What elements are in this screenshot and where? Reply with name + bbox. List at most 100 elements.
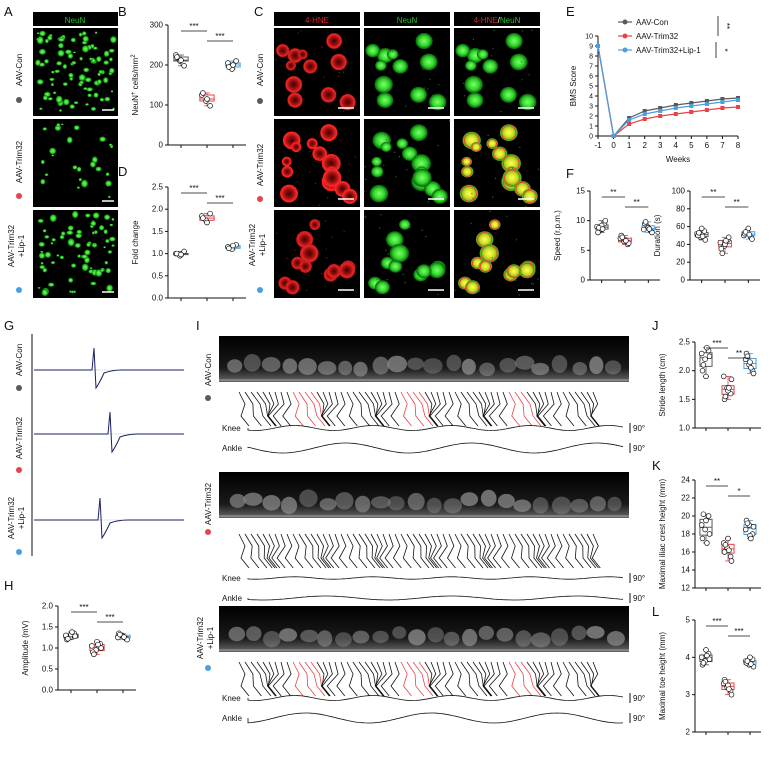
noise-dot <box>521 79 523 81</box>
deg-label: 90° <box>633 444 645 453</box>
neun-cell <box>81 31 87 36</box>
stick-figure <box>321 661 333 697</box>
panel-a: NeuN <box>33 12 118 298</box>
stick-figure <box>326 661 339 697</box>
noise-dot <box>323 76 325 78</box>
stick-figure <box>483 661 495 697</box>
ankle-label: Ankle <box>222 714 243 723</box>
neun-cell <box>431 188 448 204</box>
noise-dot <box>311 61 313 64</box>
sig-label: ** <box>710 188 716 197</box>
hne-cell <box>306 138 318 150</box>
hne-cell <box>338 261 356 279</box>
data-point <box>181 63 187 69</box>
row-labels-a: AAV-Con AAV-Trim32 AAV-Trim32 +Lip-1 <box>7 54 26 293</box>
noise-dot <box>296 242 298 244</box>
stick-figure <box>541 533 550 569</box>
y-axis-label: BMS Score <box>569 65 578 106</box>
noise-dot <box>386 279 388 281</box>
merge-cell <box>500 86 517 103</box>
neun-cell <box>56 123 61 127</box>
y-tick-label: 16 <box>681 548 690 557</box>
series-marker <box>736 105 740 109</box>
panel-label-f: F <box>566 166 574 181</box>
noise-dot <box>537 168 540 170</box>
data-point <box>727 553 734 560</box>
neun-cell <box>42 127 47 131</box>
noise-dot <box>432 94 434 96</box>
rat-silhouette <box>319 498 337 511</box>
panel-label-a: A <box>4 4 13 19</box>
merge-cell <box>479 244 499 263</box>
rat-silhouette <box>353 361 368 377</box>
y-tick-label: 20 <box>676 258 685 267</box>
stick-figure <box>271 533 281 569</box>
noise-dot <box>365 217 367 219</box>
rat-silhouette <box>443 631 460 646</box>
neun-cell <box>104 214 111 220</box>
cmap-trace <box>34 497 184 540</box>
stick-figure <box>542 391 555 427</box>
y-tick-label: 1 <box>589 124 593 131</box>
merge-cell <box>501 154 521 173</box>
noise-dot <box>354 156 356 158</box>
data-point <box>700 660 707 666</box>
neun-cell <box>48 282 55 287</box>
panel-i: KneeAnkle90°90°KneeAnkle90°90°KneeAnkle9… <box>196 336 645 724</box>
neun-cell <box>47 97 53 101</box>
data-point <box>95 641 101 648</box>
stick-figure <box>466 661 488 697</box>
knee-label: Knee <box>222 424 241 433</box>
g-marker-con <box>16 385 22 391</box>
gait-photo <box>219 606 629 652</box>
i-marker-con <box>205 395 211 401</box>
neun-cell <box>48 34 53 37</box>
stick-figure <box>284 533 294 569</box>
noise-dot <box>385 139 387 141</box>
neun-cell <box>105 267 112 274</box>
data-point <box>704 652 710 659</box>
merge-cell <box>464 75 483 94</box>
noise-dot <box>437 144 439 147</box>
deg-label: 90° <box>633 594 645 603</box>
knee-trace <box>247 695 624 701</box>
data-point <box>749 236 755 242</box>
noise-dot <box>294 249 296 251</box>
sig-label: ** <box>722 23 731 29</box>
rat-silhouette <box>496 627 514 642</box>
panel-label-l: L <box>652 604 659 619</box>
stick-figure <box>586 661 600 697</box>
panel-g: AAV-Con AAV-Trim32 AAV-Trim32 +Lip-1 <box>7 334 184 556</box>
data-point <box>619 234 626 241</box>
series-marker <box>720 106 725 110</box>
neun-cell <box>37 287 41 289</box>
deg-label: 90° <box>633 424 645 433</box>
noise-dot <box>519 146 521 148</box>
noise-dot <box>528 74 530 76</box>
knee-label: Knee <box>222 694 241 703</box>
neun-cell <box>70 290 74 294</box>
stick-figure <box>376 533 386 569</box>
data-point <box>698 654 705 661</box>
rat-silhouette <box>317 630 333 647</box>
noise-dot <box>537 278 539 280</box>
noise-dot <box>531 29 533 31</box>
stick-figure <box>542 661 555 697</box>
stick-figure <box>520 391 542 427</box>
noise-dot <box>387 78 389 80</box>
rat-silhouette <box>372 356 390 375</box>
panel-label-g: G <box>4 318 14 333</box>
y-tick-label: 0.5 <box>42 665 54 674</box>
merge-cell <box>518 262 536 279</box>
neun-cell <box>82 45 89 53</box>
stick-figure <box>304 661 326 697</box>
stick-figure <box>492 533 502 569</box>
i-label-lip-1: AAV-Trim32 <box>196 616 205 659</box>
neun-cell <box>52 91 57 95</box>
noise-dot <box>429 78 431 80</box>
data-point <box>719 250 726 257</box>
merge-ring <box>462 166 473 177</box>
data-point <box>703 647 709 653</box>
neun-cell <box>42 95 48 101</box>
neun-cell <box>50 242 54 245</box>
